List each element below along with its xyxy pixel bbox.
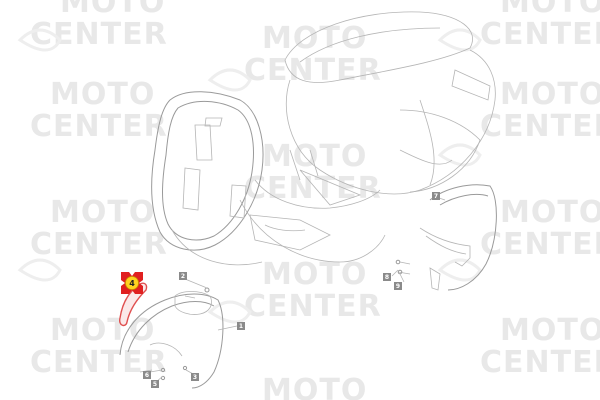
- part-callout-7-label: 7: [434, 193, 438, 200]
- watermark-tile: MOTO CENTER: [244, 139, 382, 206]
- watermark-logo-icon: [207, 300, 252, 324]
- watermark-line2: CENTER: [480, 227, 600, 262]
- watermark-logo-icon: [207, 68, 252, 92]
- watermark-line1: MOTO: [262, 139, 367, 174]
- watermark-line1: MOTO: [50, 77, 155, 112]
- watermark-logo-icon: [437, 28, 482, 52]
- watermark-line2: CENTER: [480, 17, 600, 52]
- part-callout-3[interactable]: 3: [191, 373, 199, 381]
- watermark-tile: MOTO CENTER: [30, 195, 168, 262]
- front-mudguard-illustration: [119, 291, 224, 389]
- part-callout-8-label: 8: [385, 274, 389, 281]
- watermark-tile: MOTO CENTER: [244, 257, 382, 324]
- part-callout-3-label: 3: [193, 374, 197, 381]
- part-callout-8[interactable]: 8: [383, 273, 391, 281]
- watermark-tile: MOTO: [262, 373, 367, 400]
- watermark-line1: MOTO: [50, 195, 155, 230]
- highlight-marker-badge: [125, 276, 139, 290]
- watermark-line2: CENTER: [30, 227, 168, 262]
- watermark-logo-icon: [437, 143, 482, 167]
- part-callout-2[interactable]: 2: [179, 272, 187, 280]
- watermark-line2: CENTER: [244, 289, 382, 324]
- watermark-line2: CENTER: [30, 109, 168, 144]
- watermark-line1: MOTO: [262, 373, 367, 400]
- scooter-body-illustration: [151, 11, 496, 266]
- watermark-line1: MOTO: [262, 257, 367, 292]
- watermark-logo-icon: [437, 258, 482, 282]
- watermark-line1: MOTO: [500, 195, 600, 230]
- watermark-tile: MOTO CENTER: [480, 195, 600, 262]
- rear-mudguard-illustration: [397, 184, 497, 291]
- watermark-line1: MOTO: [262, 21, 367, 56]
- part-callout-7[interactable]: 7: [432, 192, 440, 200]
- part-callout-6-label: 6: [145, 372, 149, 379]
- watermark-layer: MOTO CENTER MOTO CENTER MOTO CENTER MOTO…: [17, 0, 600, 400]
- watermark-tile: MOTO CENTER: [480, 77, 600, 144]
- highlight-marker-4[interactable]: 4: [121, 272, 143, 294]
- part-callout-9[interactable]: 9: [394, 282, 402, 290]
- watermark-line1: MOTO: [500, 0, 600, 20]
- part-callout-6[interactable]: 6: [143, 371, 151, 379]
- part-callout-5-label: 5: [153, 381, 157, 388]
- watermark-line1: MOTO: [60, 0, 165, 20]
- watermark-tile: MOTO CENTER: [30, 77, 168, 144]
- highlight-marker-label: 4: [129, 279, 135, 288]
- watermark-logo-icon: [17, 28, 62, 52]
- watermark-line2: CENTER: [244, 53, 382, 88]
- part-callout-1[interactable]: 1: [237, 322, 245, 330]
- watermark-line2: CENTER: [480, 345, 600, 380]
- part-callout-2-label: 2: [181, 273, 185, 280]
- watermark-logo-icon: [17, 258, 62, 282]
- part-callout-9-label: 9: [396, 283, 400, 290]
- watermark-line1: MOTO: [500, 313, 600, 348]
- watermark-tile: MOTO CENTER: [244, 21, 382, 88]
- watermark-tile: MOTO CENTER: [480, 313, 600, 380]
- watermark-tile: MOTO CENTER: [30, 313, 167, 380]
- watermark-line1: MOTO: [500, 77, 600, 112]
- part-callout-1-label: 1: [239, 323, 243, 330]
- part-callout-5[interactable]: 5: [151, 380, 159, 388]
- watermark-line2: CENTER: [244, 171, 382, 206]
- watermark-tile: MOTO CENTER: [30, 0, 167, 52]
- watermark-tile: MOTO CENTER: [480, 0, 600, 52]
- fasteners: [160, 259, 403, 381]
- watermark-line2: CENTER: [480, 109, 600, 144]
